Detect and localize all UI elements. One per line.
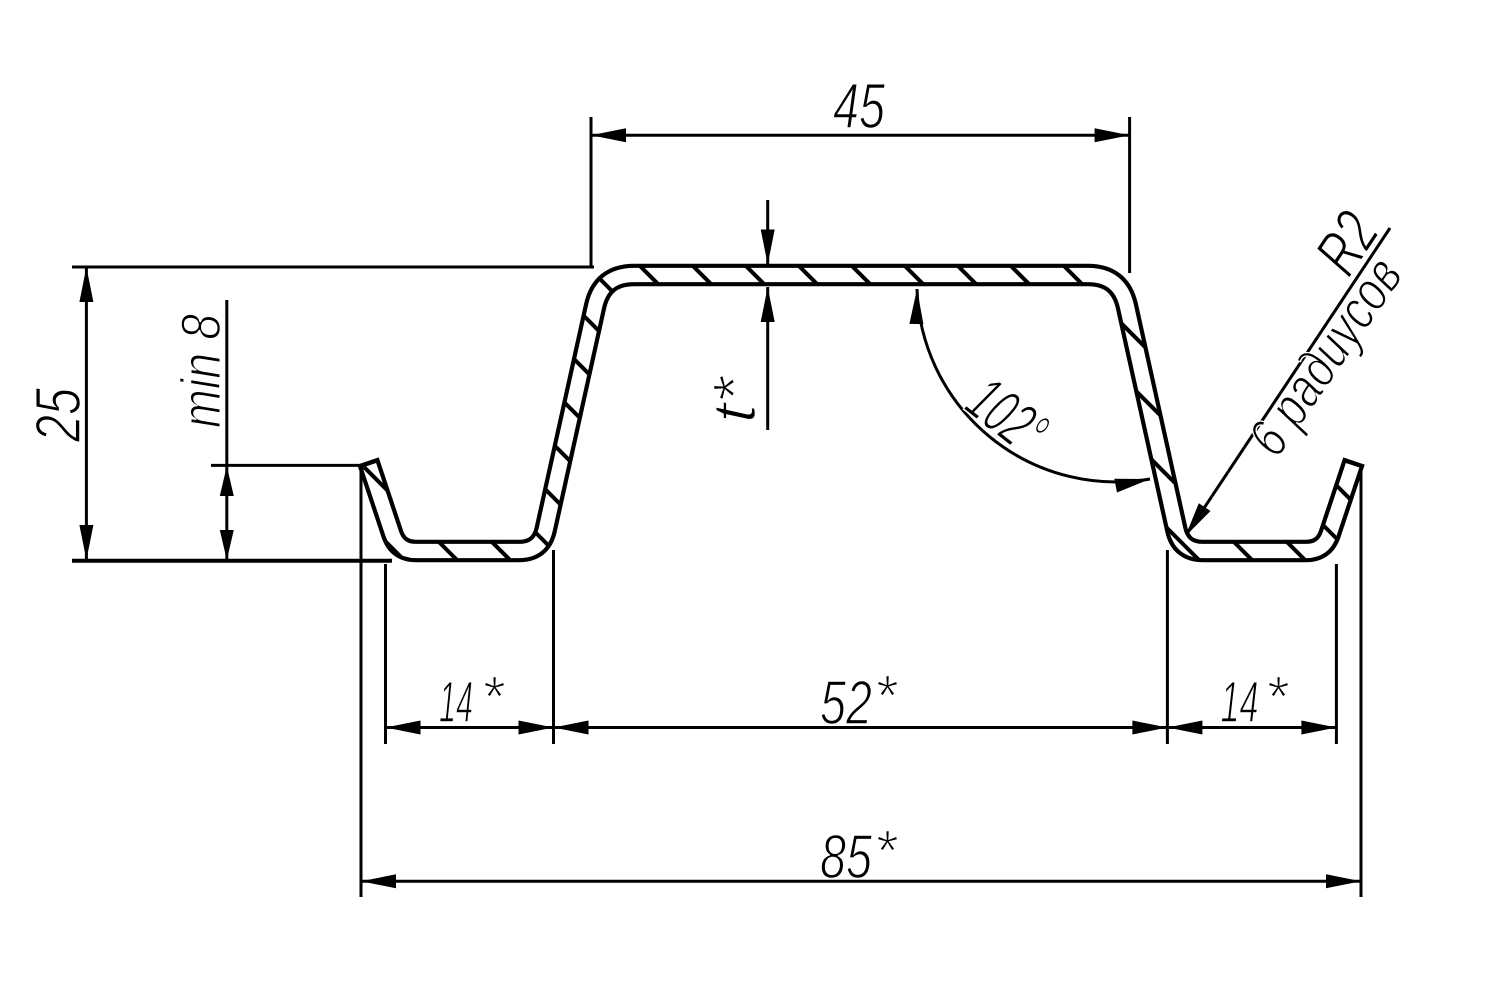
svg-text:*: *	[1265, 665, 1290, 730]
svg-text:*: *	[874, 819, 899, 884]
svg-text:25: 25	[22, 388, 94, 443]
svg-text:52: 52	[820, 669, 872, 738]
svg-text:min 8: min 8	[169, 314, 232, 428]
svg-text:85: 85	[820, 823, 872, 892]
svg-text:14: 14	[439, 670, 473, 735]
svg-text:45: 45	[833, 70, 885, 142]
svg-text:14: 14	[1221, 670, 1259, 735]
svg-text:*: *	[481, 665, 506, 730]
svg-text:t*: t*	[701, 375, 768, 423]
svg-text:*: *	[874, 664, 899, 729]
